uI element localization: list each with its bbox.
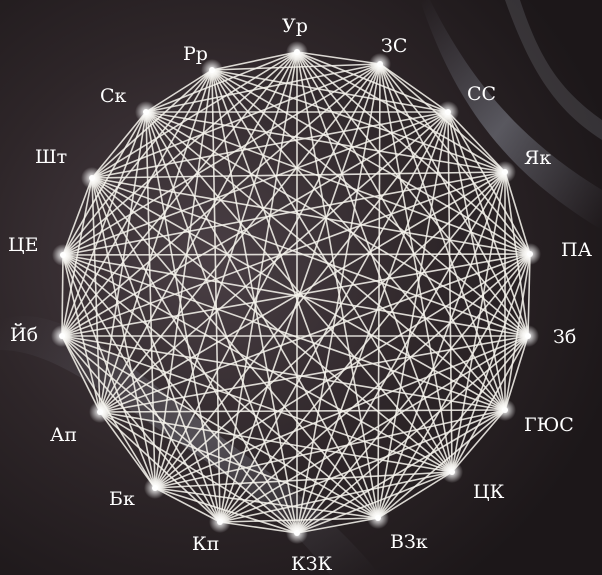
graph-edges [62,52,530,533]
node-pa [527,251,533,257]
node-label-kp: Кп [192,533,219,555]
node-label-tse: ЦЕ [8,234,38,256]
node-label-rr: Рр [183,43,208,65]
node-label-sk: Ск [100,85,127,107]
node-label-zb: Зб [553,326,576,348]
node-label-zs: ЗС [381,35,407,57]
node-label-yak: Як [524,147,551,169]
node-vzk [375,515,381,521]
node-label-ss: СС [467,83,496,105]
node-label-bk: Бк [109,488,135,510]
node-label-vzk: ВЗк [390,531,428,553]
node-ap [97,409,103,415]
node-ur [294,49,300,55]
node-bk [152,485,158,491]
node-label-ur: Ур [282,15,308,37]
edge-kzk-ap [100,412,297,533]
node-label-kzk: КЗК [291,553,333,575]
edge-pa-tse [63,254,530,255]
node-zb [525,333,531,339]
node-label-tsk: ЦК [473,481,505,503]
node-tsk [449,469,455,475]
edge-zb-vzk [378,336,528,518]
node-label-pa: ПА [561,239,593,261]
node-zs [377,61,383,67]
edge-zs-ss [380,64,448,112]
node-yb [59,333,65,339]
edge-ss-pa [448,112,530,254]
node-label-ap: Ап [50,424,77,446]
edge-zb-sht [92,178,528,336]
node-sk [143,109,149,115]
node-tse [60,252,66,258]
node-label-yb: Йб [10,323,38,346]
edge-tse-sk [63,112,146,255]
node-rr [209,67,215,73]
node-label-gyus: ГЮС [524,414,574,436]
node-yak [502,169,508,175]
node-kzk [294,530,300,536]
node-label-sht: Шт [35,146,67,168]
node-kp [217,519,223,525]
edge-ss-yak [448,112,505,172]
edge-yb-tse [62,255,63,336]
node-ss [445,109,451,115]
edge-zs-vzk [378,64,380,518]
edge-gyus-ap [100,410,505,412]
node-gyus [502,407,508,413]
node-sht [89,175,95,181]
